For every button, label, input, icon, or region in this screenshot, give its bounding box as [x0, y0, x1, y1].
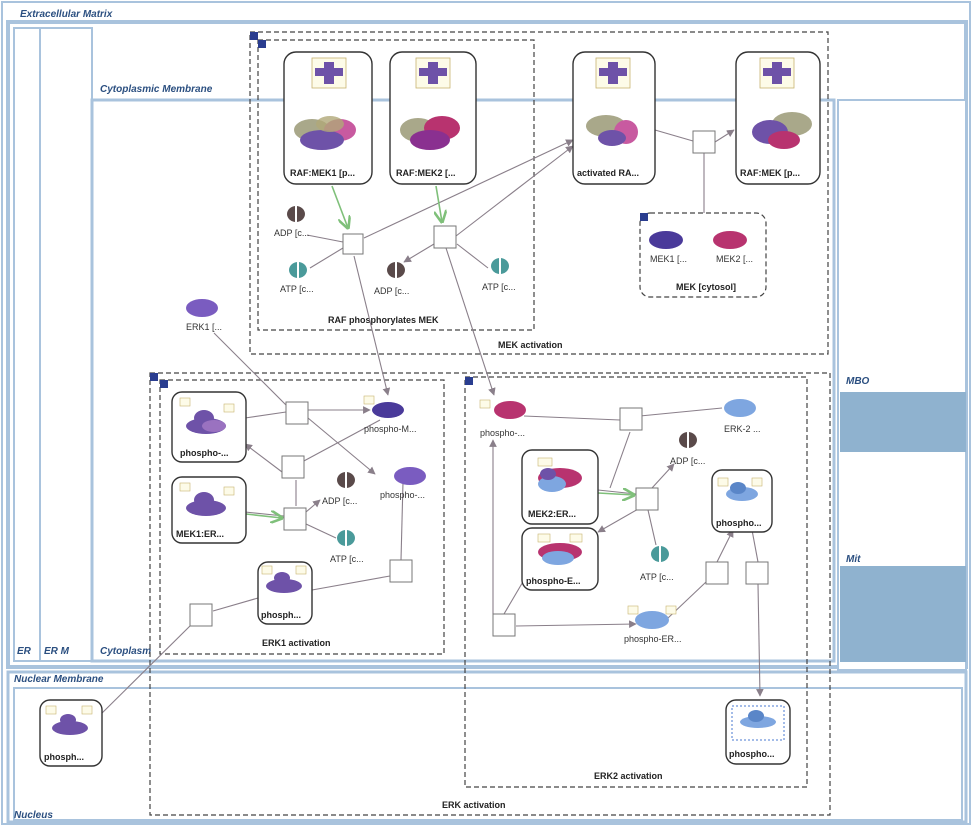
extracellular-matrix-label: Extracellular Matrix — [20, 9, 113, 20]
raf-mek1-label: RAF:MEK1 [p... — [290, 168, 355, 178]
phospho-e-label: phospho-E... — [526, 576, 581, 586]
mbo-compartment — [840, 392, 966, 452]
erk-activation-label: ERK activation — [442, 800, 506, 810]
reaction-node[interactable] — [190, 604, 212, 626]
phospho-bottom-label: phospho... — [729, 749, 775, 759]
phospho-left-label: phospho-... — [180, 448, 229, 458]
reaction-node[interactable] — [286, 402, 308, 424]
svg-text:MEK2 [...: MEK2 [... — [716, 254, 753, 264]
cytoplasmic-membrane-label: Cytoplasmic Membrane — [100, 84, 213, 95]
mek-set-marker-icon — [640, 213, 648, 221]
reaction-node[interactable] — [282, 456, 304, 478]
svg-text:ATP [c...: ATP [c... — [640, 572, 674, 582]
svg-text:ERK-2 ...: ERK-2 ... — [724, 424, 761, 434]
svg-text:ATP [c...: ATP [c... — [482, 282, 516, 292]
complex-phospho-left[interactable]: phospho-... — [172, 392, 246, 462]
svg-text:ERK1 [...: ERK1 [... — [186, 322, 222, 332]
activated-raf-label: activated RA... — [577, 168, 639, 178]
svg-text:ATP [c...: ATP [c... — [280, 284, 314, 294]
erk-activation-marker-icon — [150, 373, 158, 381]
reaction-node[interactable] — [620, 408, 642, 430]
phosph-nucleus-label: phosph... — [44, 752, 84, 762]
raf-mek2-label: RAF:MEK2 [... — [396, 168, 456, 178]
complex-mek2-er[interactable]: MEK2:ER... — [522, 450, 598, 524]
raf-box-marker-icon — [258, 40, 266, 48]
svg-text:ATP [c...: ATP [c... — [330, 554, 364, 564]
mbo-label: MBO — [846, 376, 870, 387]
phospho-right-label: phospho... — [716, 518, 762, 528]
svg-text:ADP [c...: ADP [c... — [274, 228, 309, 238]
svg-text:phospho-...: phospho-... — [480, 428, 525, 438]
svg-text:ADP [c...: ADP [c... — [374, 286, 409, 296]
nucleus-label: Nucleus — [14, 810, 53, 821]
complex-raf-mek[interactable]: RAF:MEK [p... — [736, 52, 820, 184]
reaction-node[interactable] — [284, 508, 306, 530]
erk1-activation-label: ERK1 activation — [262, 638, 331, 648]
mit-label: Mit — [846, 554, 861, 565]
complex-phospho-bottom[interactable]: phospho... — [726, 700, 790, 764]
reaction-node[interactable] — [493, 614, 515, 636]
mek-activation-marker-icon — [250, 32, 258, 40]
reaction-node[interactable] — [706, 562, 728, 584]
complex-phosph-erk1[interactable]: phosph... — [258, 562, 312, 624]
erk2-box-marker-icon — [465, 377, 473, 385]
svg-text:phospho-...: phospho-... — [380, 490, 425, 500]
mek1-er-label: MEK1:ER... — [176, 529, 224, 539]
svg-text:MEK1 [...: MEK1 [... — [650, 254, 687, 264]
raf-phosphorylates-mek-label: RAF phosphorylates MEK — [328, 315, 439, 325]
phosph-erk1-label: phosph... — [261, 610, 301, 620]
reaction-node[interactable] — [434, 226, 456, 248]
complex-activated-raf[interactable]: activated RA... — [573, 52, 655, 184]
complex-phospho-e[interactable]: phospho-E... — [522, 528, 598, 590]
erk2-activation-label: ERK2 activation — [594, 771, 663, 781]
reaction-node[interactable] — [636, 488, 658, 510]
svg-text:phospho-ER...: phospho-ER... — [624, 634, 682, 644]
cytoplasmic-membrane-compartment — [8, 22, 966, 667]
svg-text:ADP [c...: ADP [c... — [322, 496, 357, 506]
svg-text:ADP [c...: ADP [c... — [670, 456, 705, 466]
mek-cytosol-label: MEK [cytosol] — [676, 282, 736, 292]
erk1-box-marker-icon — [160, 380, 168, 388]
complex-mek1-er[interactable]: MEK1:ER... — [172, 477, 246, 543]
mek-activation-label: MEK activation — [498, 340, 563, 350]
mit-compartment — [840, 566, 966, 662]
complex-raf-mek1[interactable]: RAF:MEK1 [p... — [284, 52, 372, 184]
cytoplasm-label: Cytoplasm — [100, 646, 151, 657]
svg-text:phospho-M...: phospho-M... — [364, 424, 417, 434]
reaction-node[interactable] — [343, 234, 363, 254]
nuclear-membrane-label: Nuclear Membrane — [14, 674, 104, 685]
complex-phosph-nucleus[interactable]: phosph... — [40, 700, 102, 766]
er-m-label: ER M — [44, 646, 70, 657]
reaction-node[interactable] — [390, 560, 412, 582]
raf-mek-label: RAF:MEK [p... — [740, 168, 800, 178]
er-label: ER — [17, 646, 32, 657]
reaction-node[interactable] — [746, 562, 768, 584]
reaction-node[interactable] — [693, 131, 715, 153]
complex-phospho-right[interactable]: phospho... — [712, 470, 772, 532]
complex-raf-mek2[interactable]: RAF:MEK2 [... — [390, 52, 476, 184]
mek2-er-label: MEK2:ER... — [528, 509, 576, 519]
